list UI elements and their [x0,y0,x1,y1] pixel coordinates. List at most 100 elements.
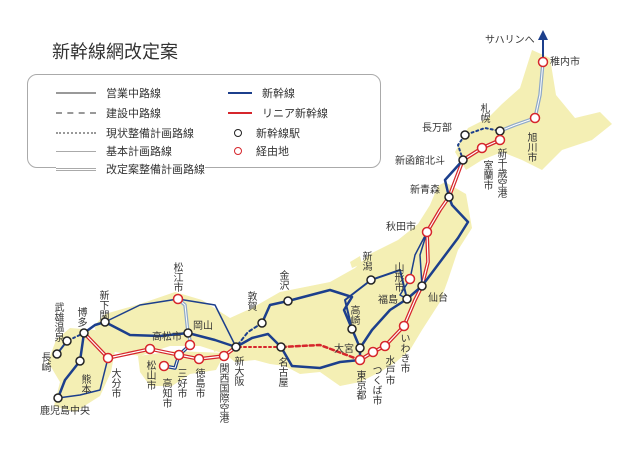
via-point-marker [367,346,379,358]
double-line-icon [56,167,96,171]
via-point-marker [379,340,391,352]
station-marker [355,343,365,353]
station-label: 稚内市 [550,55,580,68]
station-label: 旭川市 [525,132,537,163]
legend-revised-plan: 改定案整備計画路線 [56,161,205,177]
legend-current-plan: 現状整備計画路線 [56,125,194,141]
legend-linear: リニア新幹線 [228,105,328,121]
via-point-marker [193,353,205,365]
via-point-marker [476,142,488,154]
via-point-marker [494,134,506,146]
station-label: いわき市 [398,333,410,374]
blue-line-icon [228,92,252,94]
station-label: 新潟 [360,250,372,272]
solid-line-icon [56,92,96,94]
dotted-line-icon [56,132,96,134]
station-label: 高知市 [160,377,172,409]
station-label: 秋田市 [386,220,416,233]
station-marker [417,281,427,291]
legend-station: 新幹線駅 [228,125,300,141]
station-marker [495,126,505,136]
station-marker [79,328,89,338]
station-label: 室蘭市 [481,159,493,191]
sakhalin-label: サハリンへ [485,34,535,46]
via-point-marker [144,343,156,355]
legend-via: 経由地 [228,143,289,159]
via-point-marker [537,56,549,68]
legend-label: 建設中路線 [106,107,161,120]
station-label: 新下関 [97,289,109,321]
legend-label: 営業中路線 [106,87,161,100]
via-point-marker [354,354,366,366]
station-label: 水戸市 [383,355,395,386]
station-marker [458,155,468,165]
station-label: 名古屋 [276,356,288,387]
station-label: 高崎 [348,304,360,325]
station-marker [231,342,241,352]
station-marker [62,336,72,346]
via-point-marker [398,320,410,332]
legend-label: 経由地 [256,145,289,158]
station-marker [444,192,454,202]
via-point-marker [158,360,170,372]
station-marker [53,393,63,403]
arrow-up-icon [538,30,548,40]
station-marker [283,296,293,306]
station-label: 札幌 [478,102,490,124]
station-marker [183,328,193,338]
station-marker [52,349,62,359]
legend-operating: 営業中路線 [56,85,161,101]
station-label: 山形市 [392,262,404,293]
station-label: 三好市 [175,368,187,399]
tokaido-line [234,332,362,370]
station-label: 新千歳空港 [495,147,507,198]
map-title: 新幹線網改定案 [52,42,178,63]
station-label: 武雄温泉 [52,301,64,342]
station-label: 博多 [75,306,87,328]
station-label: 松山市 [144,359,156,391]
station-label: 熊本 [79,373,91,395]
station-label: 東京都 [354,369,366,401]
station-marker [100,317,110,327]
legend-label: 改定案整備計画路線 [106,163,205,176]
station-label: 長崎 [39,352,51,372]
stations: 稚内市旭川市札幌新千歳空港室蘭市長万部新函館北斗新青森秋田市新潟山形市仙台福島高… [39,55,580,423]
station-marker [460,130,470,140]
legend-label: 新幹線駅 [256,127,300,140]
legend-label: リニア新幹線 [262,107,328,120]
legend-under-construction: 建設中路線 [56,105,161,121]
station-label: 大宮 [334,342,354,355]
station-label: 松江市 [171,261,183,293]
station-label: 高松市 [152,330,182,343]
station-marker [402,294,412,304]
linear-tokyo-nagoya-line [279,343,362,362]
via-point-marker [529,112,541,124]
station-marker [276,342,286,352]
station-label: 大分市 [109,367,121,399]
station-label: つくば市 [370,365,382,406]
legend-basic-plan: 基本計画路線 [56,143,172,159]
east-kyushu-line [57,357,109,399]
akita-yamagata-line [399,231,428,300]
via-point-marker [172,293,184,305]
red-line-icon [228,112,252,114]
legend-label: 現状整備計画路線 [106,127,194,140]
hokkaido-extension-line [457,127,501,161]
station-label: 関西国際空港 [217,363,229,423]
via-point-marker [404,273,416,285]
via-point-marker [184,339,196,351]
station-label: 仙台 [428,291,448,304]
station-label: 新大阪 [232,355,244,387]
sado [350,256,362,268]
legend: 営業中路線 建設中路線 現状整備計画路線 基本計画路線 改定案整備計画路線 新幹… [27,74,381,177]
via-point-marker [421,226,433,238]
thin-line-icon [56,150,96,152]
station-marker [257,318,267,328]
station-label: 岡山 [193,320,213,332]
station-label: 金沢 [277,269,289,291]
hokkaido [455,50,612,170]
station-label: 福島 [378,293,398,306]
via-circle-icon [234,147,242,155]
via-point-marker [218,350,230,362]
